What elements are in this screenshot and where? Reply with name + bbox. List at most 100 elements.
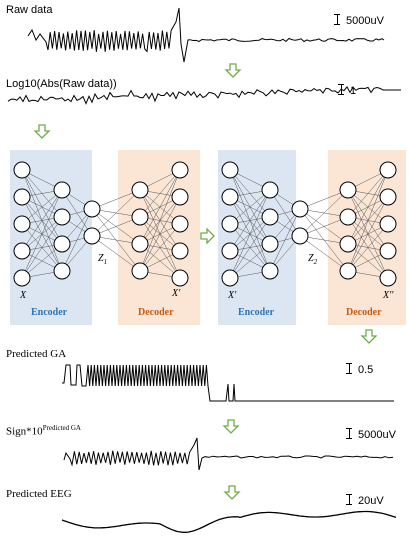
network-edge bbox=[139, 169, 181, 218]
network-node bbox=[171, 188, 189, 206]
network-edge bbox=[229, 243, 271, 279]
decoder-1-label: Decoder bbox=[138, 307, 174, 318]
network-edge bbox=[91, 189, 141, 210]
network-edge bbox=[229, 189, 271, 252]
sign-scale-bar: 5000uV bbox=[346, 428, 396, 441]
network-node bbox=[53, 262, 71, 280]
network-edge bbox=[91, 189, 141, 237]
network-edge bbox=[299, 216, 349, 237]
network-node bbox=[261, 262, 279, 280]
encoder-1-label: Encoder bbox=[31, 307, 68, 318]
network-edge bbox=[139, 196, 181, 272]
network-node bbox=[339, 235, 357, 253]
network-edge bbox=[139, 223, 181, 272]
network-node bbox=[261, 181, 279, 199]
network-node bbox=[171, 161, 189, 179]
network-edge bbox=[21, 189, 63, 252]
network-edge bbox=[299, 189, 349, 210]
network-node bbox=[339, 181, 357, 199]
network-edge bbox=[299, 235, 349, 272]
network-node bbox=[379, 215, 397, 233]
eeg-scale-label: 20uV bbox=[358, 495, 384, 507]
log-data-label: Log10(Abs(Raw data)) bbox=[6, 78, 117, 90]
network-edge bbox=[91, 235, 141, 272]
raw-scale-label: 5000uV bbox=[346, 15, 384, 27]
scale-bar-icon bbox=[338, 84, 344, 95]
network-graphs bbox=[13, 161, 397, 287]
network-edge bbox=[229, 189, 271, 279]
network-node bbox=[339, 208, 357, 226]
network-edge bbox=[229, 189, 271, 225]
predicted-ga-label: Predicted GA bbox=[6, 348, 67, 360]
raw-data-label: Raw data bbox=[6, 4, 53, 16]
network-node bbox=[171, 242, 189, 260]
network-node bbox=[13, 161, 31, 179]
raw-data-trace bbox=[27, 7, 385, 63]
scale-bar-icon bbox=[346, 363, 352, 374]
scale-bar-icon bbox=[346, 494, 352, 505]
network-edge bbox=[299, 189, 349, 237]
input-x-1: X bbox=[20, 290, 27, 301]
network-edge bbox=[347, 169, 389, 218]
network-node bbox=[53, 235, 71, 253]
sign-scale-label: 5000uV bbox=[358, 429, 396, 441]
arrow-down-icon bbox=[222, 419, 240, 434]
network-node bbox=[379, 269, 397, 287]
network-edge bbox=[269, 208, 301, 272]
network-node bbox=[339, 262, 357, 280]
arrow-down-icon bbox=[223, 485, 241, 500]
network-edge bbox=[21, 216, 63, 279]
sign-trace bbox=[63, 437, 394, 471]
arrow-right-icon bbox=[200, 227, 215, 245]
network-node bbox=[131, 235, 149, 253]
network-node bbox=[171, 269, 189, 287]
network-edge bbox=[347, 169, 389, 245]
decoder-2-panel bbox=[328, 150, 406, 325]
decoder-2-label: Decoder bbox=[346, 307, 382, 318]
network-edge bbox=[347, 223, 389, 272]
network-edge bbox=[21, 243, 63, 279]
network-node bbox=[13, 215, 31, 233]
network-node bbox=[131, 208, 149, 226]
arrow-down-icon bbox=[360, 329, 378, 344]
predicted-eeg-label: Predicted EEG bbox=[6, 488, 72, 500]
network-node bbox=[53, 208, 71, 226]
network-node bbox=[83, 200, 101, 218]
network-node bbox=[379, 188, 397, 206]
network-node bbox=[291, 227, 309, 245]
network-node bbox=[261, 235, 279, 253]
encoder-2-label: Encoder bbox=[238, 307, 275, 318]
ga-scale-bar: 0.5 bbox=[346, 363, 373, 376]
sign-label: Sign*10Predicted GA bbox=[6, 424, 81, 438]
network-edge bbox=[347, 169, 389, 272]
network-node bbox=[131, 181, 149, 199]
network-node bbox=[379, 242, 397, 260]
network-node bbox=[221, 215, 239, 233]
latent-z-1: Z1 bbox=[98, 253, 108, 266]
network-node bbox=[221, 269, 239, 287]
network-node bbox=[13, 242, 31, 260]
ga-scale-label: 0.5 bbox=[358, 364, 374, 376]
network-edge bbox=[21, 189, 63, 279]
scale-bar-icon bbox=[334, 14, 340, 25]
network-node bbox=[221, 161, 239, 179]
network-node bbox=[221, 188, 239, 206]
network-node bbox=[171, 215, 189, 233]
output-x-1: X' bbox=[172, 288, 181, 299]
output-x-2: X'' bbox=[383, 290, 394, 301]
latent-z-2: Z2 bbox=[308, 253, 318, 266]
network-edge bbox=[61, 208, 93, 272]
arrow-down-icon bbox=[33, 124, 51, 139]
network-edge bbox=[21, 189, 63, 225]
network-edge bbox=[229, 216, 271, 279]
log-scale-label: 1 bbox=[350, 85, 357, 97]
network-node bbox=[53, 181, 71, 199]
predicted-ga-trace bbox=[62, 364, 394, 402]
decoder-1-panel bbox=[118, 150, 200, 325]
network-node bbox=[291, 200, 309, 218]
input-x-2: X' bbox=[228, 290, 237, 301]
network-edge bbox=[139, 169, 181, 245]
network-node bbox=[131, 262, 149, 280]
network-node bbox=[261, 208, 279, 226]
